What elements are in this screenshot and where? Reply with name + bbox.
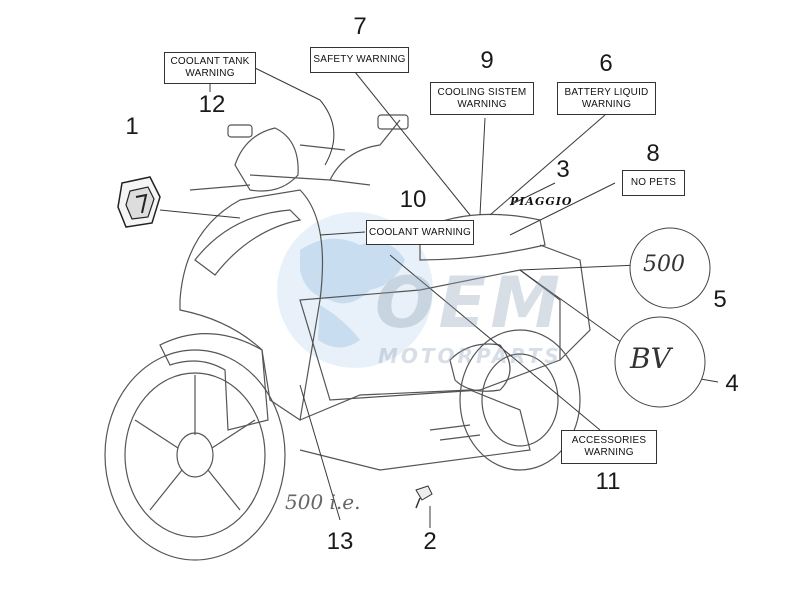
piaggio-decal: PIAGGIO xyxy=(510,195,573,208)
callout-number-9: 9 xyxy=(480,47,494,74)
leader-lines xyxy=(159,67,719,528)
callout-number-7: 7 xyxy=(353,13,367,40)
watermark-globe xyxy=(277,212,433,368)
rivet-icon xyxy=(415,485,433,509)
badge-bv-circle xyxy=(614,316,706,408)
callout-number-12: 12 xyxy=(198,91,226,118)
callout-number-13: 13 xyxy=(326,528,354,555)
callout-number-1: 1 xyxy=(125,113,139,140)
callout-number-8: 8 xyxy=(646,140,660,167)
label-6-line-1: BATTERY LIQUID xyxy=(564,86,649,98)
callout-number-5: 5 xyxy=(713,286,727,313)
label-12-line-2: WARNING xyxy=(185,68,235,79)
callout-number-3: 3 xyxy=(556,156,570,183)
badge-bv-text: BV xyxy=(630,342,671,375)
callout-number-6: 6 xyxy=(599,50,613,77)
label-8-line-1: NO PETS xyxy=(630,177,677,188)
label-box-12: COOLANT TANK WARNING xyxy=(164,52,256,84)
badge-500-text: 500 xyxy=(643,252,685,277)
watermark-main: OEM xyxy=(375,262,564,344)
scooter-outline xyxy=(104,114,591,561)
label-9-line-2: WARNING xyxy=(457,98,507,110)
label-7-line-1: SAFETY WARNING xyxy=(313,54,406,65)
label-box-9: COOLING SISTEM WARNING xyxy=(430,82,534,115)
label-11-line-2: WARNING xyxy=(584,447,634,458)
decal-500ie: 500 i.e. xyxy=(285,490,361,514)
label-box-8: NO PETS xyxy=(622,170,685,196)
label-12-line-1: COOLANT TANK xyxy=(170,56,250,67)
label-11-line-1: ACCESSORIES xyxy=(571,435,647,446)
label-box-6: BATTERY LIQUID WARNING xyxy=(557,82,656,115)
callout-number-4: 4 xyxy=(725,370,739,397)
label-10-line-1: COOLANT WARNING xyxy=(369,226,471,238)
label-box-11: ACCESSORIES WARNING xyxy=(561,430,657,464)
callout-number-10: 10 xyxy=(399,186,427,213)
badge-500-circle xyxy=(629,227,711,309)
label-box-10: COOLANT WARNING xyxy=(366,220,474,245)
watermark-sub: MOTORPARTS xyxy=(378,344,562,368)
callout-number-11: 11 xyxy=(595,468,621,495)
emblem-icon xyxy=(117,176,161,228)
label-6-line-2: WARNING xyxy=(581,98,632,110)
label-9-line-1: COOLING SISTEM xyxy=(437,86,527,98)
callout-number-2: 2 xyxy=(423,528,437,555)
label-box-7: SAFETY WARNING xyxy=(310,47,409,73)
